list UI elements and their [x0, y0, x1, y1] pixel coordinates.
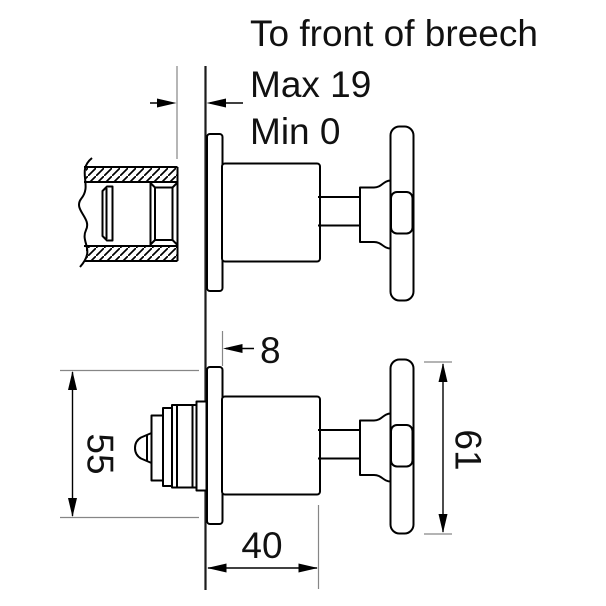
arrowhead-up: [68, 371, 77, 390]
handle-knob: [390, 424, 414, 468]
dim-max-min: [150, 66, 243, 159]
dim-61-label: 61: [448, 429, 489, 470]
break-line: [78, 157, 93, 268]
dim-55: [60, 369, 199, 519]
arrowhead-left: [206, 98, 226, 108]
spindle-disc: [150, 414, 164, 482]
valve-body: [221, 395, 321, 496]
breech-socket-section: [78, 157, 179, 268]
hatch-bottom-band: [86, 246, 178, 261]
socket-thread-bore: [154, 186, 174, 241]
note-to-front-of-breech: To front of breech: [250, 13, 538, 54]
spindle-collar: [195, 400, 208, 492]
dim-8-label: 8: [260, 330, 281, 371]
arrowhead-left: [223, 344, 243, 353]
arrowhead-right: [157, 98, 177, 108]
spindle-fitting: [134, 400, 208, 492]
valve-body: [221, 162, 321, 263]
handle-hub: [359, 412, 392, 483]
arrowhead-down: [438, 514, 448, 533]
handle-knob: [390, 191, 414, 235]
socket-wall-lines: [84, 166, 178, 262]
spindle-tip-cone: [134, 432, 153, 464]
socket-chamfers: [149, 182, 178, 246]
handle-hub: [359, 179, 392, 250]
mounting-plate: [206, 133, 224, 292]
top-valve-assembly: [206, 125, 415, 302]
bottom-valve-assembly: [206, 358, 415, 535]
dim-40: [207, 505, 320, 589]
note-max: Max 19: [250, 64, 371, 105]
dim-61: [424, 361, 452, 535]
spindle-washer: [162, 407, 173, 487]
hatch-top-band: [86, 167, 178, 182]
arrowhead-down: [68, 498, 77, 517]
arrowhead-up: [438, 363, 448, 382]
dim-55-label: 55: [80, 433, 121, 474]
arrowhead-right: [298, 563, 318, 573]
dim-40-label: 40: [241, 525, 282, 566]
arrowhead-left: [207, 563, 227, 573]
mounting-plate: [206, 366, 224, 525]
dim-8: [221, 331, 254, 366]
note-min: Min 0: [250, 111, 340, 152]
